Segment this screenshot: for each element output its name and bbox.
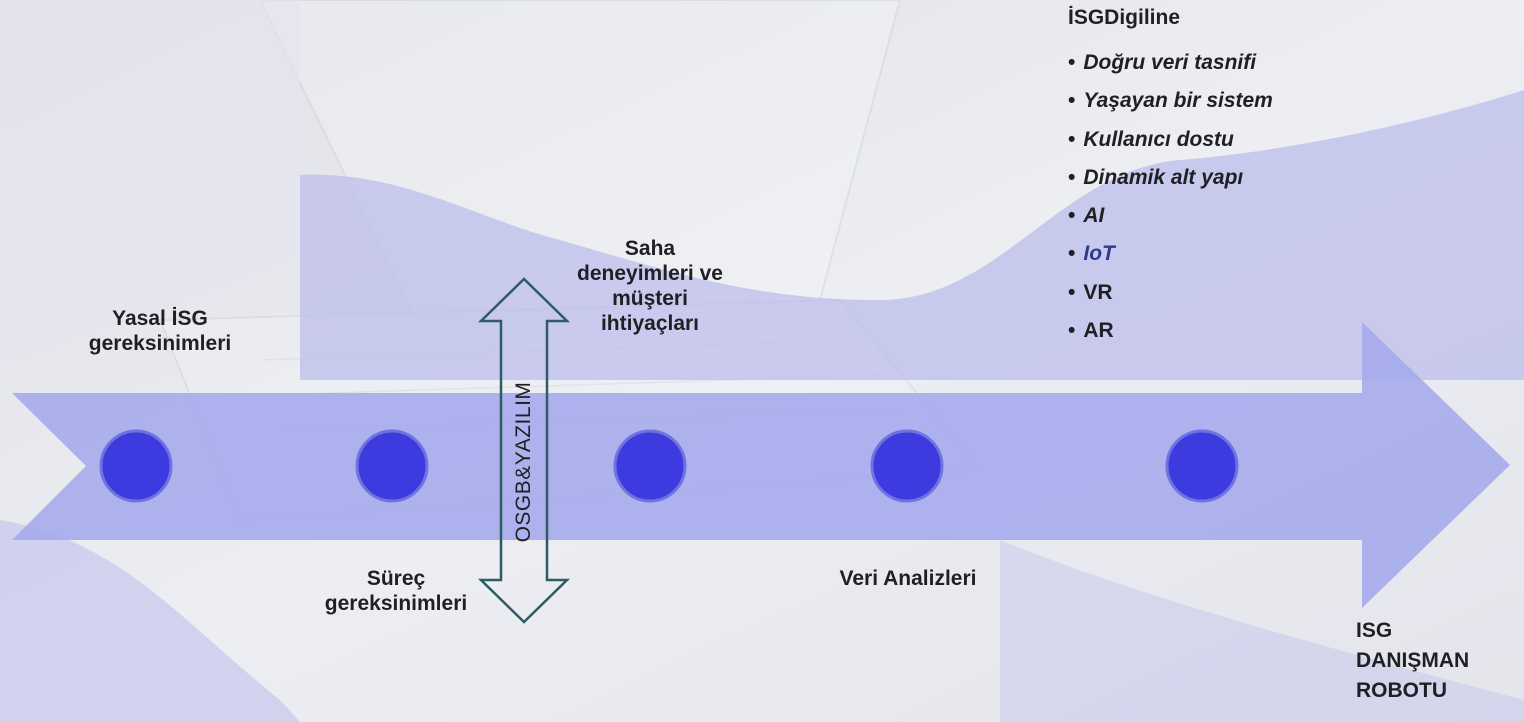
list-item-text: Kullanıcı dostu [1083,127,1234,151]
timeline-node-1 [99,429,173,503]
wave-top [300,90,1524,380]
result-label: ISG DANIŞMAN ROBOTU [1356,619,1470,702]
bullet: • [1068,280,1076,304]
bullet: • [1068,127,1076,151]
wave-right-bottom [1000,540,1524,722]
list-item-text: Dinamik alt yapı [1083,165,1244,189]
list-item: • Yaşayan bir sistem [1068,86,1273,124]
list-item: • AR [1068,316,1273,354]
list-item: • Kullanıcı dostu [1068,125,1273,163]
timeline-node-4 [870,429,944,503]
list-item: • VR [1068,278,1273,316]
list-item-text: AR [1083,319,1114,343]
feature-list: •Doğru veri tasnifi •Yaşayan bir sistem … [1068,48,1273,354]
list-item-text: Doğru veri tasnifi [1083,51,1257,74]
list-item: • Dinamik alt yapı [1068,163,1273,201]
bullet: • [1068,319,1076,343]
list-item: • Doğru veri tasnifi [1068,48,1273,86]
list-item-text: VR [1083,280,1113,304]
bullet: • [1068,204,1076,228]
list-item: • AI [1068,201,1273,239]
timeline-node-2 [355,429,429,503]
bullet: • [1068,51,1076,74]
bullet: • [1068,165,1076,189]
list-item-text: AI [1083,204,1105,228]
timeline-arrow [12,322,1510,608]
timeline-node-5 [1165,429,1239,503]
wave-bottom [0,520,300,722]
list-item: • IoT [1068,239,1273,277]
label-surec: Süreç gereksinimleri [324,567,468,615]
wave-left [0,0,300,360]
timeline-node-3 [613,429,687,503]
double-arrow [477,277,571,624]
bullet: • [1068,242,1076,266]
sidebar-title: İSGDigiline [1068,6,1181,29]
list-item-text: IoT [1083,242,1115,266]
label-saha: Saha deneyimleri ve müşteri ihtiyaçları [577,237,723,335]
bullet: • [1068,89,1076,113]
label-yasal-isg: Yasal İSG gereksinimleri [88,307,232,355]
label-veri-analizleri: Veri Analizleri [839,567,977,590]
label-osgb-yazilim: OSGB&YAZILIM [512,381,535,543]
list-item-text: Yaşayan bir sistem [1083,89,1273,113]
